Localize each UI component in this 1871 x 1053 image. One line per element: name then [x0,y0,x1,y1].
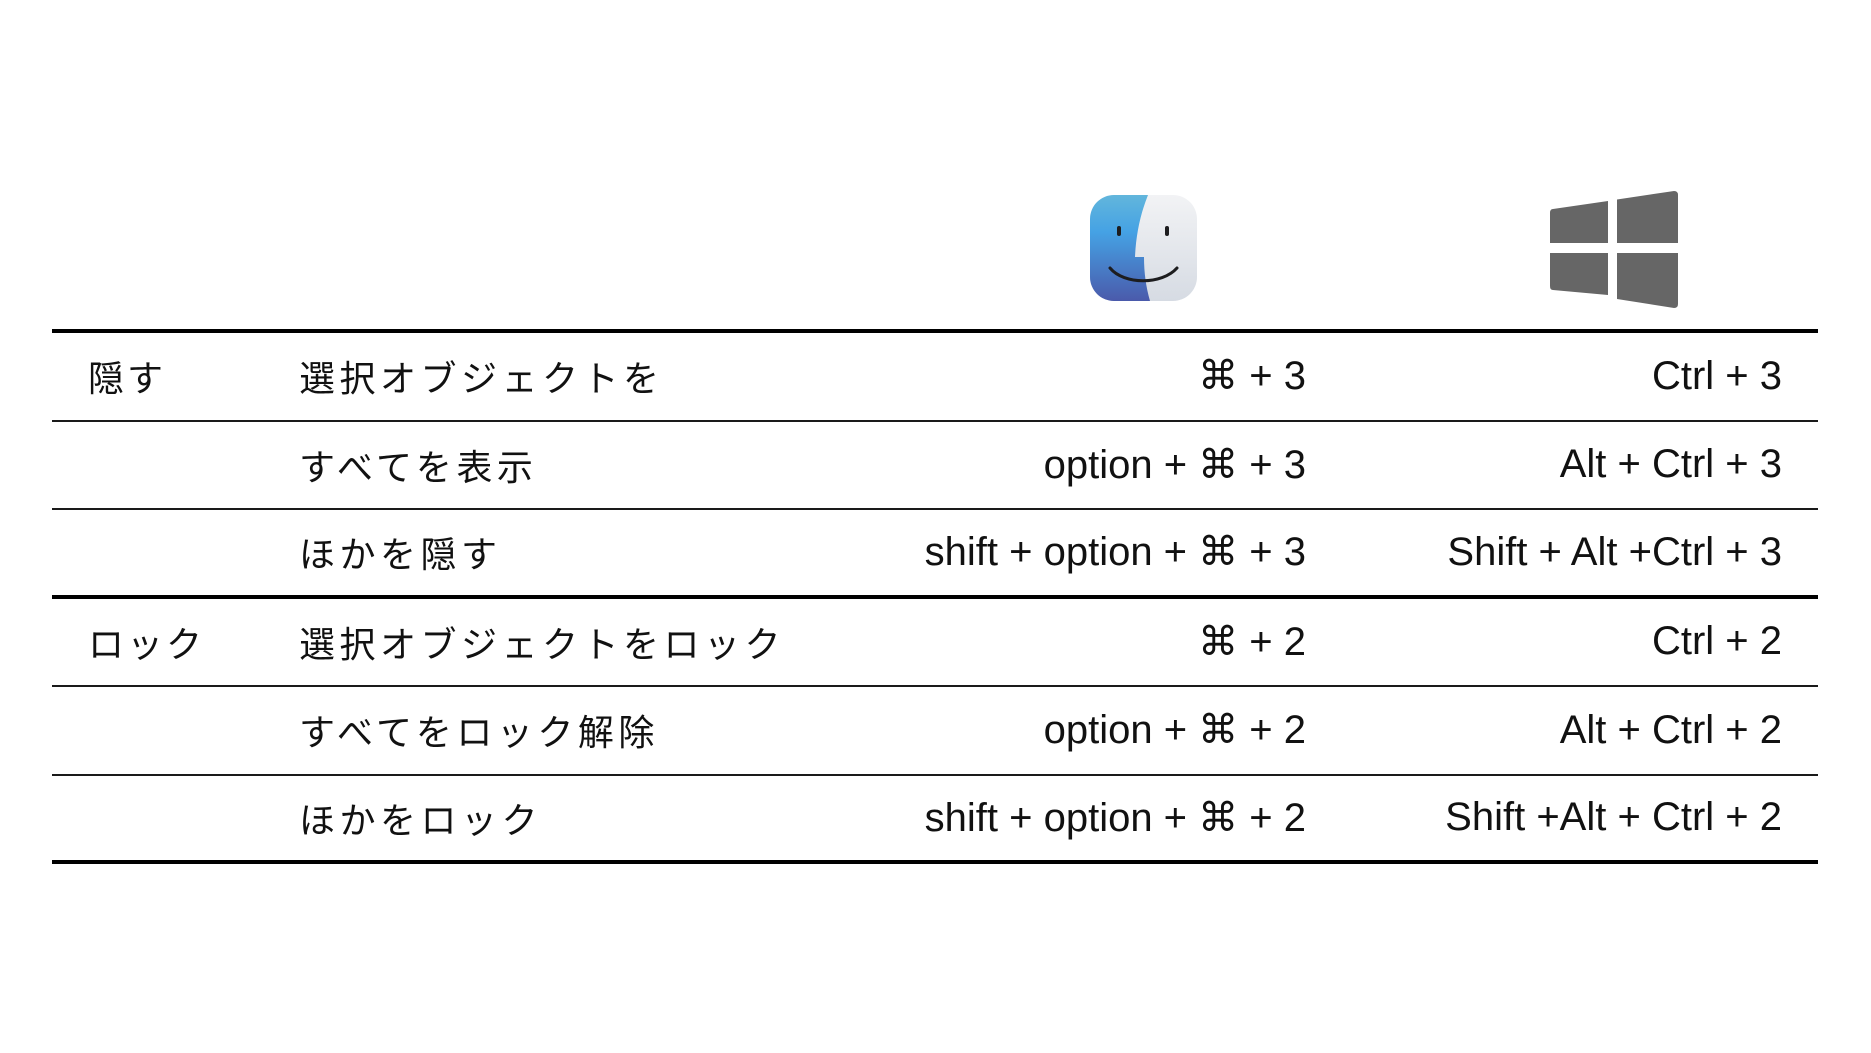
table-row: 隠す 選択オブジェクトを ⌘ + 3 Ctrl + 3 [52,333,1818,422]
mac-shortcut: shift + option + ⌘ + 3 [924,530,1306,575]
table-row: すべてを表示 option + ⌘ + 3 Alt + Ctrl + 3 [52,422,1818,510]
shortcut-table: 隠す 選択オブジェクトを ⌘ + 3 Ctrl + 3 すべてを表示 optio… [52,329,1818,864]
windows-shortcut: Alt + Ctrl + 2 [1559,707,1782,752]
category-label: ロック [88,624,206,666]
category-label: 隠す [88,359,167,401]
windows-shortcut: Shift +Alt + Ctrl + 2 [1445,795,1782,840]
action-label: ほかを隠す [299,535,502,577]
mac-shortcut: ⌘ + 3 [1198,354,1306,399]
windows-shortcut: Shift + Alt +Ctrl + 3 [1447,529,1782,574]
windows-logo-icon [1550,191,1678,308]
table-row: ほかを隠す shift + option + ⌘ + 3 Shift + Alt… [52,510,1818,599]
table-row: すべてをロック解除 option + ⌘ + 2 Alt + Ctrl + 2 [52,687,1818,776]
action-label: すべてをロック解除 [299,713,659,755]
action-label: 選択オブジェクトを [299,359,664,401]
mac-shortcut: ⌘ + 2 [1198,619,1306,664]
action-label: 選択オブジェクトをロック [299,624,786,666]
mac-shortcut: option + ⌘ + 2 [1043,708,1306,753]
windows-shortcut: Ctrl + 2 [1651,619,1782,664]
action-label: すべてを表示 [299,447,538,489]
windows-shortcut: Ctrl + 3 [1651,353,1782,398]
mac-shortcut: shift + option + ⌘ + 2 [924,795,1306,840]
table-row: ほかをロック shift + option + ⌘ + 2 Shift +Alt… [52,776,1818,864]
windows-shortcut: Alt + Ctrl + 3 [1559,442,1782,487]
action-label: ほかをロック [299,800,543,842]
finder-icon [1090,195,1197,301]
mac-shortcut: option + ⌘ + 3 [1043,442,1306,487]
table-row: ロック 選択オブジェクトをロック ⌘ + 2 Ctrl + 2 [52,599,1818,687]
table-top-rule [52,329,1818,333]
